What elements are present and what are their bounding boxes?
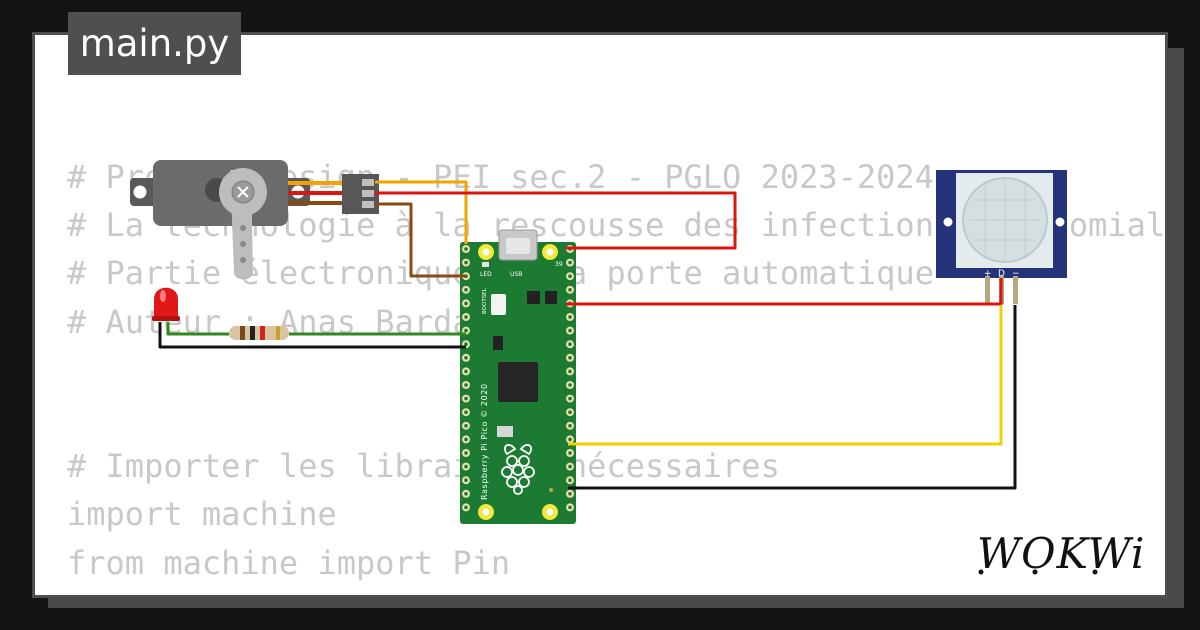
header-pin-hole <box>568 505 572 510</box>
header-pin-hole <box>568 383 572 387</box>
servo-motor[interactable] <box>130 160 379 280</box>
usb-label: USB <box>510 271 522 278</box>
header-pin-hole <box>568 451 572 455</box>
header-pin-hole <box>568 356 572 360</box>
header-pin-hole <box>568 315 572 319</box>
header-pin-hole <box>464 288 468 292</box>
wokwi-logo: WOKWi <box>975 520 1153 582</box>
header-pin-hole <box>464 328 468 333</box>
header-pin-hole <box>464 301 468 306</box>
header-pin-hole <box>568 464 572 469</box>
header-pin-hole <box>464 410 468 415</box>
raspberry-logo-icon <box>501 444 535 495</box>
code-line: from time import sleep <box>67 587 1165 595</box>
header-pin-hole <box>568 478 572 483</box>
pin-number-label: 39 <box>555 261 563 268</box>
bootsel-button[interactable] <box>491 294 506 315</box>
header-pin-hole <box>568 274 572 279</box>
header-pin-hole <box>464 505 468 510</box>
header-pin-hole <box>568 492 572 496</box>
header-pin-hole <box>568 437 572 442</box>
pir-sensor[interactable]: + D − <box>936 170 1067 304</box>
header-pin-hole <box>464 383 468 387</box>
board-model-label: Raspberry Pi Pico © 2020 <box>480 383 489 500</box>
header-pin-hole <box>568 369 572 374</box>
led-label: LED <box>480 271 492 278</box>
pir-pin-label: D <box>998 269 1005 279</box>
pir-pin-label: + <box>984 269 992 279</box>
header-pin-hole <box>568 328 572 333</box>
header-pin-hole <box>568 260 572 265</box>
header-pin-hole <box>464 247 468 251</box>
header-pin-hole <box>568 396 572 401</box>
pico-left-pins <box>462 245 470 512</box>
bootsel-label: BOOTSEL <box>482 287 488 314</box>
code-line: # Partie électronique de la porte automa… <box>67 254 934 293</box>
header-pin-hole <box>464 492 468 496</box>
resistor[interactable] <box>229 326 289 340</box>
wokwi-logo-text: WOKWi <box>977 529 1145 578</box>
header-pin-hole <box>568 410 572 415</box>
code-line: # Importer les librairies nécessaires <box>67 447 780 486</box>
header-pin-hole <box>464 369 468 374</box>
code-line: from machine import Pin <box>67 543 511 582</box>
header-pin-hole <box>464 424 468 428</box>
red-led[interactable] <box>152 287 180 321</box>
header-pin-hole <box>464 464 468 469</box>
header-pin-hole <box>568 342 572 347</box>
header-pin-hole <box>464 478 468 483</box>
header-pin-hole <box>464 260 468 265</box>
wires <box>158 180 1017 490</box>
header-pin-hole <box>464 342 468 347</box>
rp2040-chip <box>498 362 538 402</box>
header-pin-hole <box>568 288 572 292</box>
pir-pin-label: − <box>1012 269 1020 279</box>
header-pin-hole <box>464 451 468 455</box>
header-pin-hole <box>464 437 468 442</box>
file-tab[interactable]: main.py <box>68 12 241 75</box>
pico-right-pins <box>566 245 574 512</box>
onboard-led <box>482 262 489 267</box>
pico-board[interactable]: LED USB 39 BOOTSEL Raspberry Pi Pico © 2… <box>460 229 576 524</box>
header-pin-hole <box>464 315 468 319</box>
code-line: import machine <box>67 495 337 534</box>
header-pin-hole <box>464 396 468 401</box>
header-pin-hole <box>464 356 468 360</box>
header-pin-hole <box>568 424 572 428</box>
